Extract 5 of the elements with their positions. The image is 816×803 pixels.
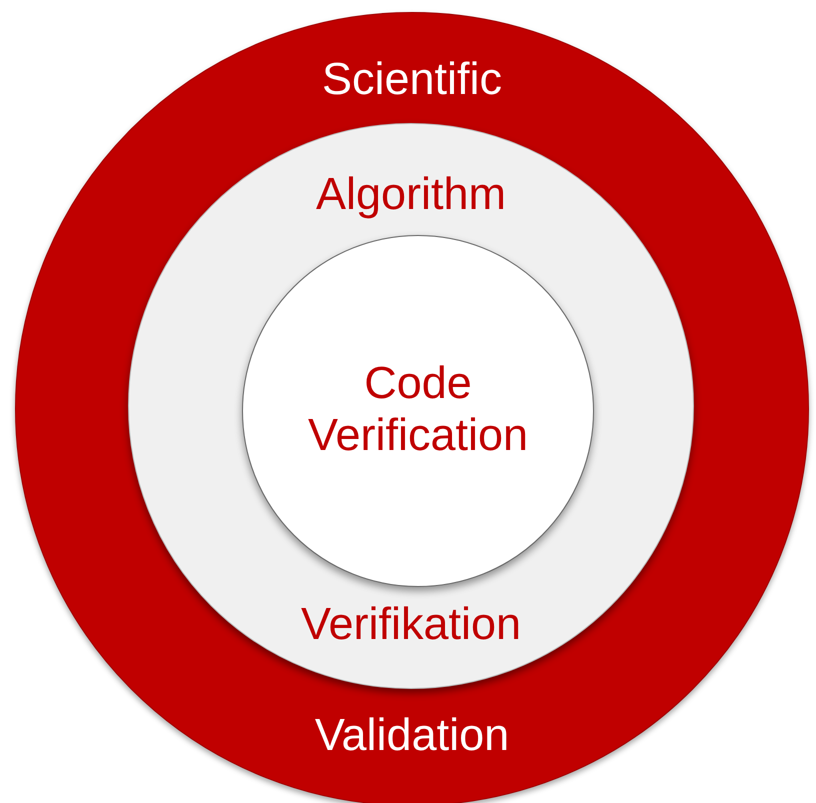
ring-label: Validation [314,709,510,761]
ring-label: Algorithm [316,168,506,220]
ring-label: Verifikation [300,598,522,650]
ring-label: Scientific [322,53,502,105]
ring-label: Code Verification [306,357,530,461]
